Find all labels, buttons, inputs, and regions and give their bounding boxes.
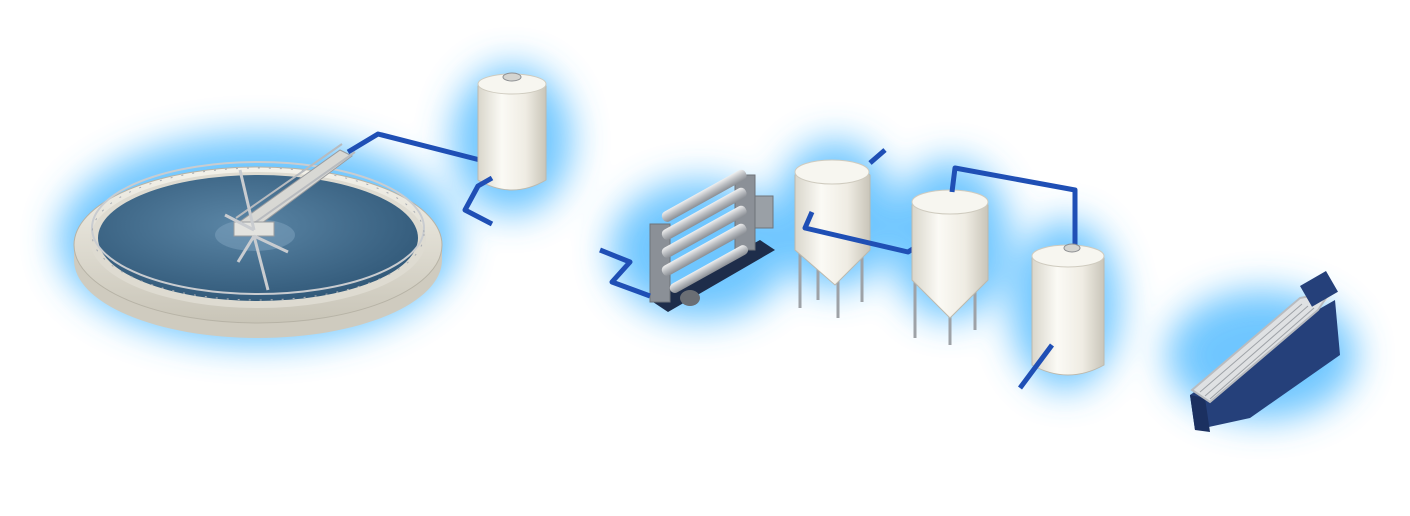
pipe	[599, 247, 651, 299]
cone-bottom-tank	[911, 189, 989, 345]
pipe	[949, 165, 1078, 245]
vertical-storage-tank	[462, 72, 547, 227]
cone-bottom-tank	[794, 148, 887, 318]
vertical-storage-tank	[1017, 243, 1105, 390]
plate-filter-press	[1190, 271, 1340, 432]
pipe	[346, 131, 481, 163]
circular-clarifier-tank	[73, 143, 443, 338]
membrane-filtration-skid	[649, 169, 775, 312]
